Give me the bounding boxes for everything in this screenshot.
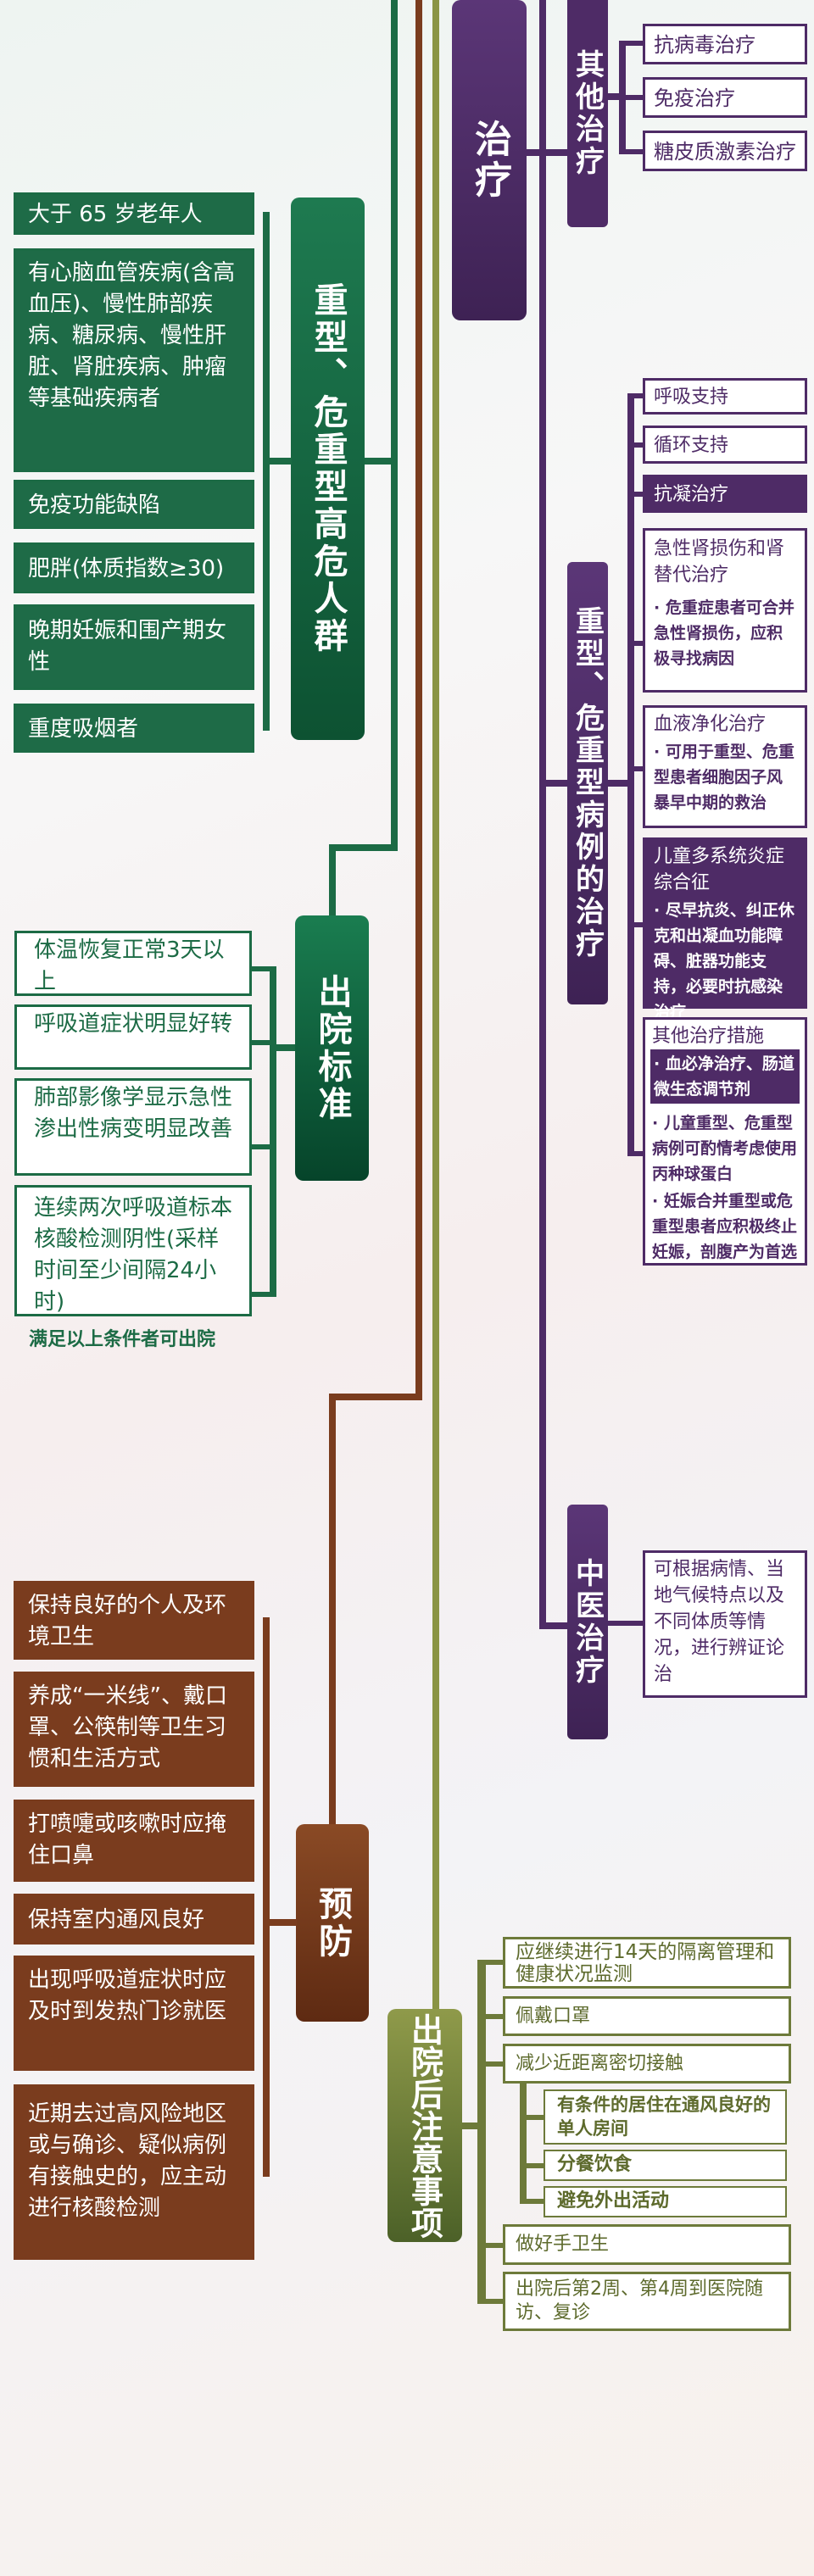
discharge-note: 满足以上条件者可出院 — [29, 1329, 216, 1350]
sc — [627, 492, 643, 497]
c3 — [619, 149, 643, 154]
dc — [252, 1144, 270, 1149]
prevention-connector-h — [263, 1919, 297, 1926]
olive-trunk — [432, 0, 439, 2011]
other-treatment-item: 免疫治疗 — [643, 77, 807, 118]
sc — [627, 641, 643, 646]
after-item: 出院后第2周、第4周到医院随访、复诊 — [503, 2272, 791, 2331]
sc2 — [520, 2163, 544, 2168]
purple-branch-tcm — [539, 1622, 568, 1629]
purple-trunk — [539, 0, 546, 1629]
sub-connector — [520, 2084, 527, 2204]
brown-trunk — [415, 0, 422, 1400]
discharge-item: 体温恢复正常3天以上 — [14, 931, 252, 996]
purple-branch-severe — [539, 780, 568, 787]
after-sub-item: 有条件的居住在通风良好的单人房间 — [544, 2089, 787, 2145]
high-risk-connector-h — [263, 458, 292, 465]
other-connector-h — [608, 93, 625, 100]
high-risk-item: 大于 65 岁老年人 — [14, 192, 254, 235]
dc — [252, 1292, 270, 1297]
high-risk-to-trunk — [365, 458, 394, 465]
other-measures-box: 其他治疗措施 · 血必净治疗、肠道微生态调节剂 · 儿童重型、危重型病例可酌情考… — [643, 1017, 807, 1266]
sc — [627, 1151, 643, 1156]
discharge-connector — [270, 966, 276, 1297]
discharge-connector-h — [270, 1044, 295, 1051]
sc — [627, 442, 643, 448]
after-item: 佩戴口罩 — [503, 1996, 791, 2036]
prevention-item: 近期去过高风险地区或与确诊、疑似病例有接触史的，应主动进行核酸检测 — [14, 2084, 254, 2260]
prevention-connector — [263, 1617, 270, 2177]
prevention-title-box: 预防 — [296, 1824, 369, 2022]
brown-trunk-d — [329, 1394, 336, 1826]
purple-branch-other — [526, 149, 568, 156]
after-item: 应继续进行14天的隔离管理和健康状况监测 — [503, 1937, 791, 1989]
sc2 — [520, 2199, 544, 2204]
ac — [477, 2061, 503, 2067]
ac — [477, 2299, 503, 2304]
tcm-item: 可根据病情、当地气候特点以及不同体质等情况，进行辨证论治 — [643, 1550, 807, 1698]
severe-item: 呼吸支持 — [643, 378, 807, 414]
after-item: 做好手卫生 — [503, 2224, 791, 2265]
dc — [252, 966, 270, 971]
mis-c-box: 儿童多系统炎症综合征 · 尽早抗炎、纠正休克和出凝血功能障碍、脏器功能支持，必要… — [643, 837, 807, 1021]
other-treatment-item: 糖皮质激素治疗 — [643, 131, 807, 171]
other-treatment-item: 抗病毒治疗 — [643, 24, 807, 64]
severe-connector-h — [608, 780, 632, 787]
tcm-box: 中医治疗 — [567, 1505, 608, 1739]
after-connector — [477, 1962, 486, 2303]
brown-trunk-h — [329, 1394, 422, 1400]
prevention-item: 保持良好的个人及环境卫生 — [14, 1581, 254, 1660]
after-sub-item: 避免外出活动 — [544, 2186, 787, 2217]
blood-purification-box: 血液净化治疗 · 可用于重型、危重型患者细胞因子风暴早中期的救治 — [643, 705, 807, 828]
severe-connector — [627, 395, 634, 1156]
c2 — [619, 95, 643, 100]
discharge-item: 呼吸道症状明显好转 — [14, 1004, 252, 1070]
after-item: 减少近距离密切接触 — [503, 2044, 791, 2084]
green-trunk-h — [329, 844, 398, 851]
c1 — [619, 41, 643, 46]
high-risk-item: 有心脑血管疾病(含高血压)、慢性肺部疾病、糖尿病、慢性肝脏、肾脏疾病、肿瘤等基础… — [14, 248, 254, 472]
after-sub-item: 分餐饮食 — [544, 2150, 787, 2181]
sc — [627, 766, 643, 771]
other-treatment-box: 其他治疗 — [567, 0, 608, 227]
green-trunk — [391, 0, 398, 851]
prevention-item: 保持室内通风良好 — [14, 1894, 254, 1945]
sc — [627, 922, 643, 927]
after-connector-h — [462, 2123, 486, 2129]
prevention-item: 养成“一米线”、戴口罩、公筷制等卫生习惯和生活方式 — [14, 1672, 254, 1787]
sc2 — [520, 2115, 544, 2120]
severe-treatment-box: 重型、危重型病例的治疗 — [567, 562, 608, 1004]
high-risk-connector — [263, 212, 270, 731]
ac — [477, 2014, 503, 2019]
ac — [477, 1960, 503, 1965]
discharge-item: 肺部影像学显示急性渗出性病变明显改善 — [14, 1078, 252, 1176]
ac — [477, 2243, 503, 2248]
severe-item: 循环支持 — [643, 426, 807, 464]
treatment-title-box: 治疗 — [452, 0, 527, 320]
after-discharge-title-box: 出院后注意事项 — [387, 2009, 462, 2242]
high-risk-item: 重度吸烟者 — [14, 704, 254, 753]
sc — [627, 393, 643, 398]
prevention-item: 出现呼吸道症状时应及时到发热门诊就医 — [14, 1956, 254, 2071]
high-risk-item: 免疫功能缺陷 — [14, 480, 254, 529]
aki-box: 急性肾损伤和肾替代治疗 · 危重症患者可合并急性肾损伤，应积极寻找病因 — [643, 528, 807, 693]
high-risk-item: 晚期妊娠和围产期女性 — [14, 604, 254, 690]
green-trunk-d — [329, 844, 336, 917]
discharge-title-box: 出院标准 — [295, 915, 369, 1181]
high-risk-title-box: 重型、危重型高危人群 — [291, 198, 365, 740]
dc — [252, 1040, 270, 1045]
tcm-connector — [608, 1621, 643, 1626]
treatment-title: 治疗 — [468, 120, 511, 201]
prevention-item: 打喷嚏或咳嗽时应掩住口鼻 — [14, 1800, 254, 1882]
high-risk-item: 肥胖(体质指数≥30) — [14, 542, 254, 593]
discharge-item: 连续两次呼吸道标本核酸检测阴性(采样时间至少间隔24小时) — [14, 1185, 252, 1316]
severe-item: 抗凝治疗 — [643, 475, 807, 513]
